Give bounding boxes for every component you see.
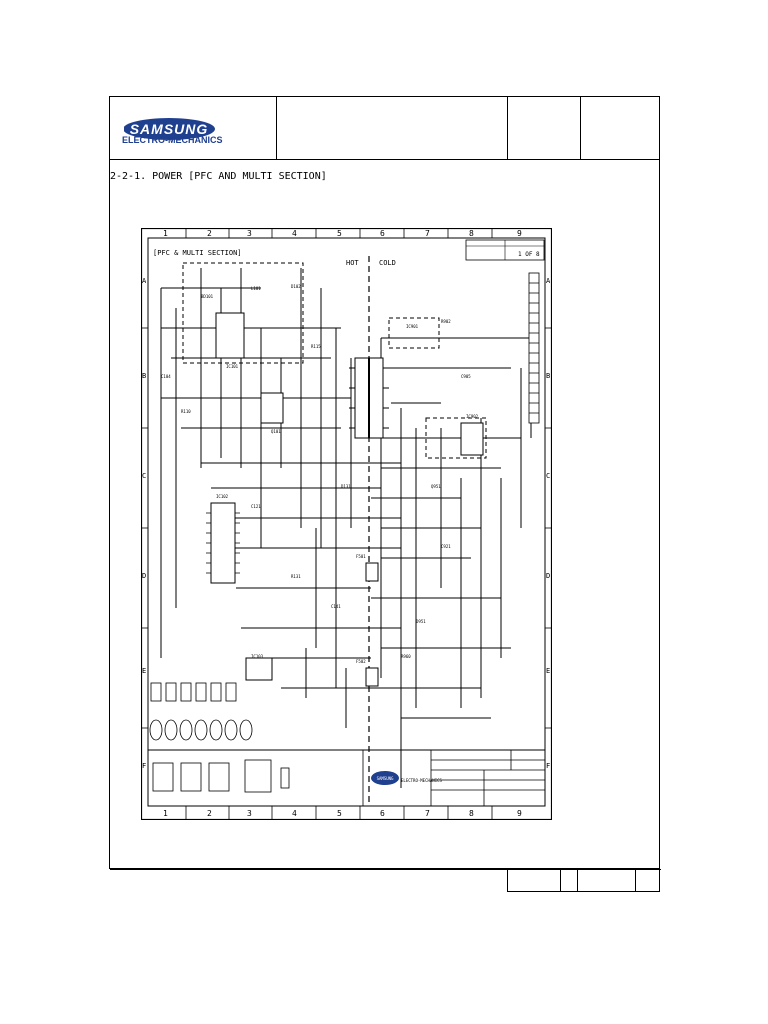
svg-text:F501: F501 [356,554,366,559]
grid-col-label: 5 [337,229,342,238]
logo-brand-text: SAMSUNG [130,121,209,137]
grid-row-label: E [142,667,146,675]
svg-text:C104: C104 [161,374,171,379]
svg-text:F502: F502 [356,659,366,664]
grid-bottom-labels: 1 2 3 4 5 6 7 8 9 [163,809,522,818]
grid-col-label: 3 [247,229,252,238]
header-title-cell [277,97,508,159]
svg-text:C905: C905 [461,374,471,379]
grid-row-label: F [546,762,550,770]
svg-text:R960: R960 [401,654,411,659]
pfc-block-outline [182,262,304,364]
grid-row-labels: A B C D E F A B C D E F [142,277,551,770]
grid-col-label: 2 [207,809,212,818]
grid-row-label: D [546,572,550,580]
bottom-modules [152,759,290,793]
title-block-brand: SAMSUNG [377,776,394,781]
svg-text:C141: C141 [331,604,341,609]
footer-cell-3 [578,869,636,891]
header-cell-4 [581,97,661,159]
svg-text:R115: R115 [311,344,321,349]
grid-col-label: 6 [380,229,385,238]
svg-text:IC902: IC902 [466,414,479,419]
grid-col-label: 4 [292,809,297,818]
footer-cell-2 [561,869,578,891]
samsung-logo: SAMSUNG [124,118,215,140]
svg-text:IC901: IC901 [406,324,419,329]
svg-text:C121: C121 [251,504,261,509]
schematic-inner-border [147,237,546,807]
logo-subtitle: ELECTRO-MECHANICS [122,135,223,145]
grid-col-label: 9 [517,809,522,818]
grid-col-label: 7 [425,809,430,818]
grid-row-label: A [142,277,147,285]
footer-table [507,869,660,892]
coil-array [149,682,253,741]
footer-divider [110,869,661,870]
logo-cell: SAMSUNG ELECTRO-MECHANICS [110,97,277,159]
grid-top-labels: 1 2 3 4 5 6 7 8 9 [163,229,522,238]
svg-text:Q951: Q951 [431,484,441,489]
grid-col-label: 6 [380,809,385,818]
hot-label: HOT [346,259,359,267]
grid-row-label: B [546,372,550,380]
svg-text:IC102: IC102 [216,494,229,499]
svg-text:C921: C921 [441,544,451,549]
svg-text:IC101: IC101 [226,364,239,369]
title-block-logo [371,771,399,785]
grid-row-label: B [142,372,146,380]
svg-text:R902: R902 [441,319,451,324]
grid-col-label: 8 [469,809,474,818]
svg-text:D102: D102 [291,284,301,289]
header-cell-3 [508,97,581,159]
svg-text:BD101: BD101 [201,294,214,299]
grid-row-label: A [546,277,551,285]
svg-text:D951: D951 [416,619,426,624]
section-title: 2-2-1. POWER [PFC AND MULTI SECTION] [110,171,327,182]
panel-title: [PFC & MULTI SECTION] [153,249,242,257]
grid-row-label: E [546,667,550,675]
output-connector [528,272,540,424]
schematic-diagram: 1 2 3 4 5 6 7 8 9 1 2 3 4 5 6 7 8 9 [141,228,552,820]
footer-cell-4 [636,869,661,891]
grid-col-label: 3 [247,809,252,818]
svg-text:L101: L101 [251,286,261,291]
grid-col-label: 1 [163,229,168,238]
cold-label: COLD [379,259,396,267]
grid-col-label: 7 [425,229,430,238]
grid-col-label: 5 [337,809,342,818]
aux-block-outline [388,317,440,349]
grid-col-label: 9 [517,229,522,238]
grid-col-label: 1 [163,809,168,818]
grid-row-label: F [142,762,146,770]
document-frame: SAMSUNG ELECTRO-MECHANICS 2-2-1. POWER [… [109,96,661,870]
grid-row-label: C [546,472,550,480]
grid-tick-marks [141,228,552,820]
transformer [349,357,389,439]
grid-row-label: C [142,472,146,480]
title-block-sub: ELECTRO-MECHANICS [401,778,443,783]
footer-cell-1 [508,869,561,891]
svg-text:D131: D131 [341,484,351,489]
title-block [362,749,546,807]
svg-text:Q101: Q101 [271,429,281,434]
ic-components [210,312,484,687]
svg-text:R110: R110 [181,409,191,414]
grid-col-label: 4 [292,229,297,238]
title-header-row: SAMSUNG ELECTRO-MECHANICS [110,97,659,160]
grid-row-label: D [142,572,146,580]
svg-text:IC103: IC103 [251,654,264,659]
svg-text:R131: R131 [291,574,301,579]
sheet-label: 1 OF 8 [518,251,540,258]
grid-col-label: 8 [469,229,474,238]
grid-col-label: 2 [207,229,212,238]
